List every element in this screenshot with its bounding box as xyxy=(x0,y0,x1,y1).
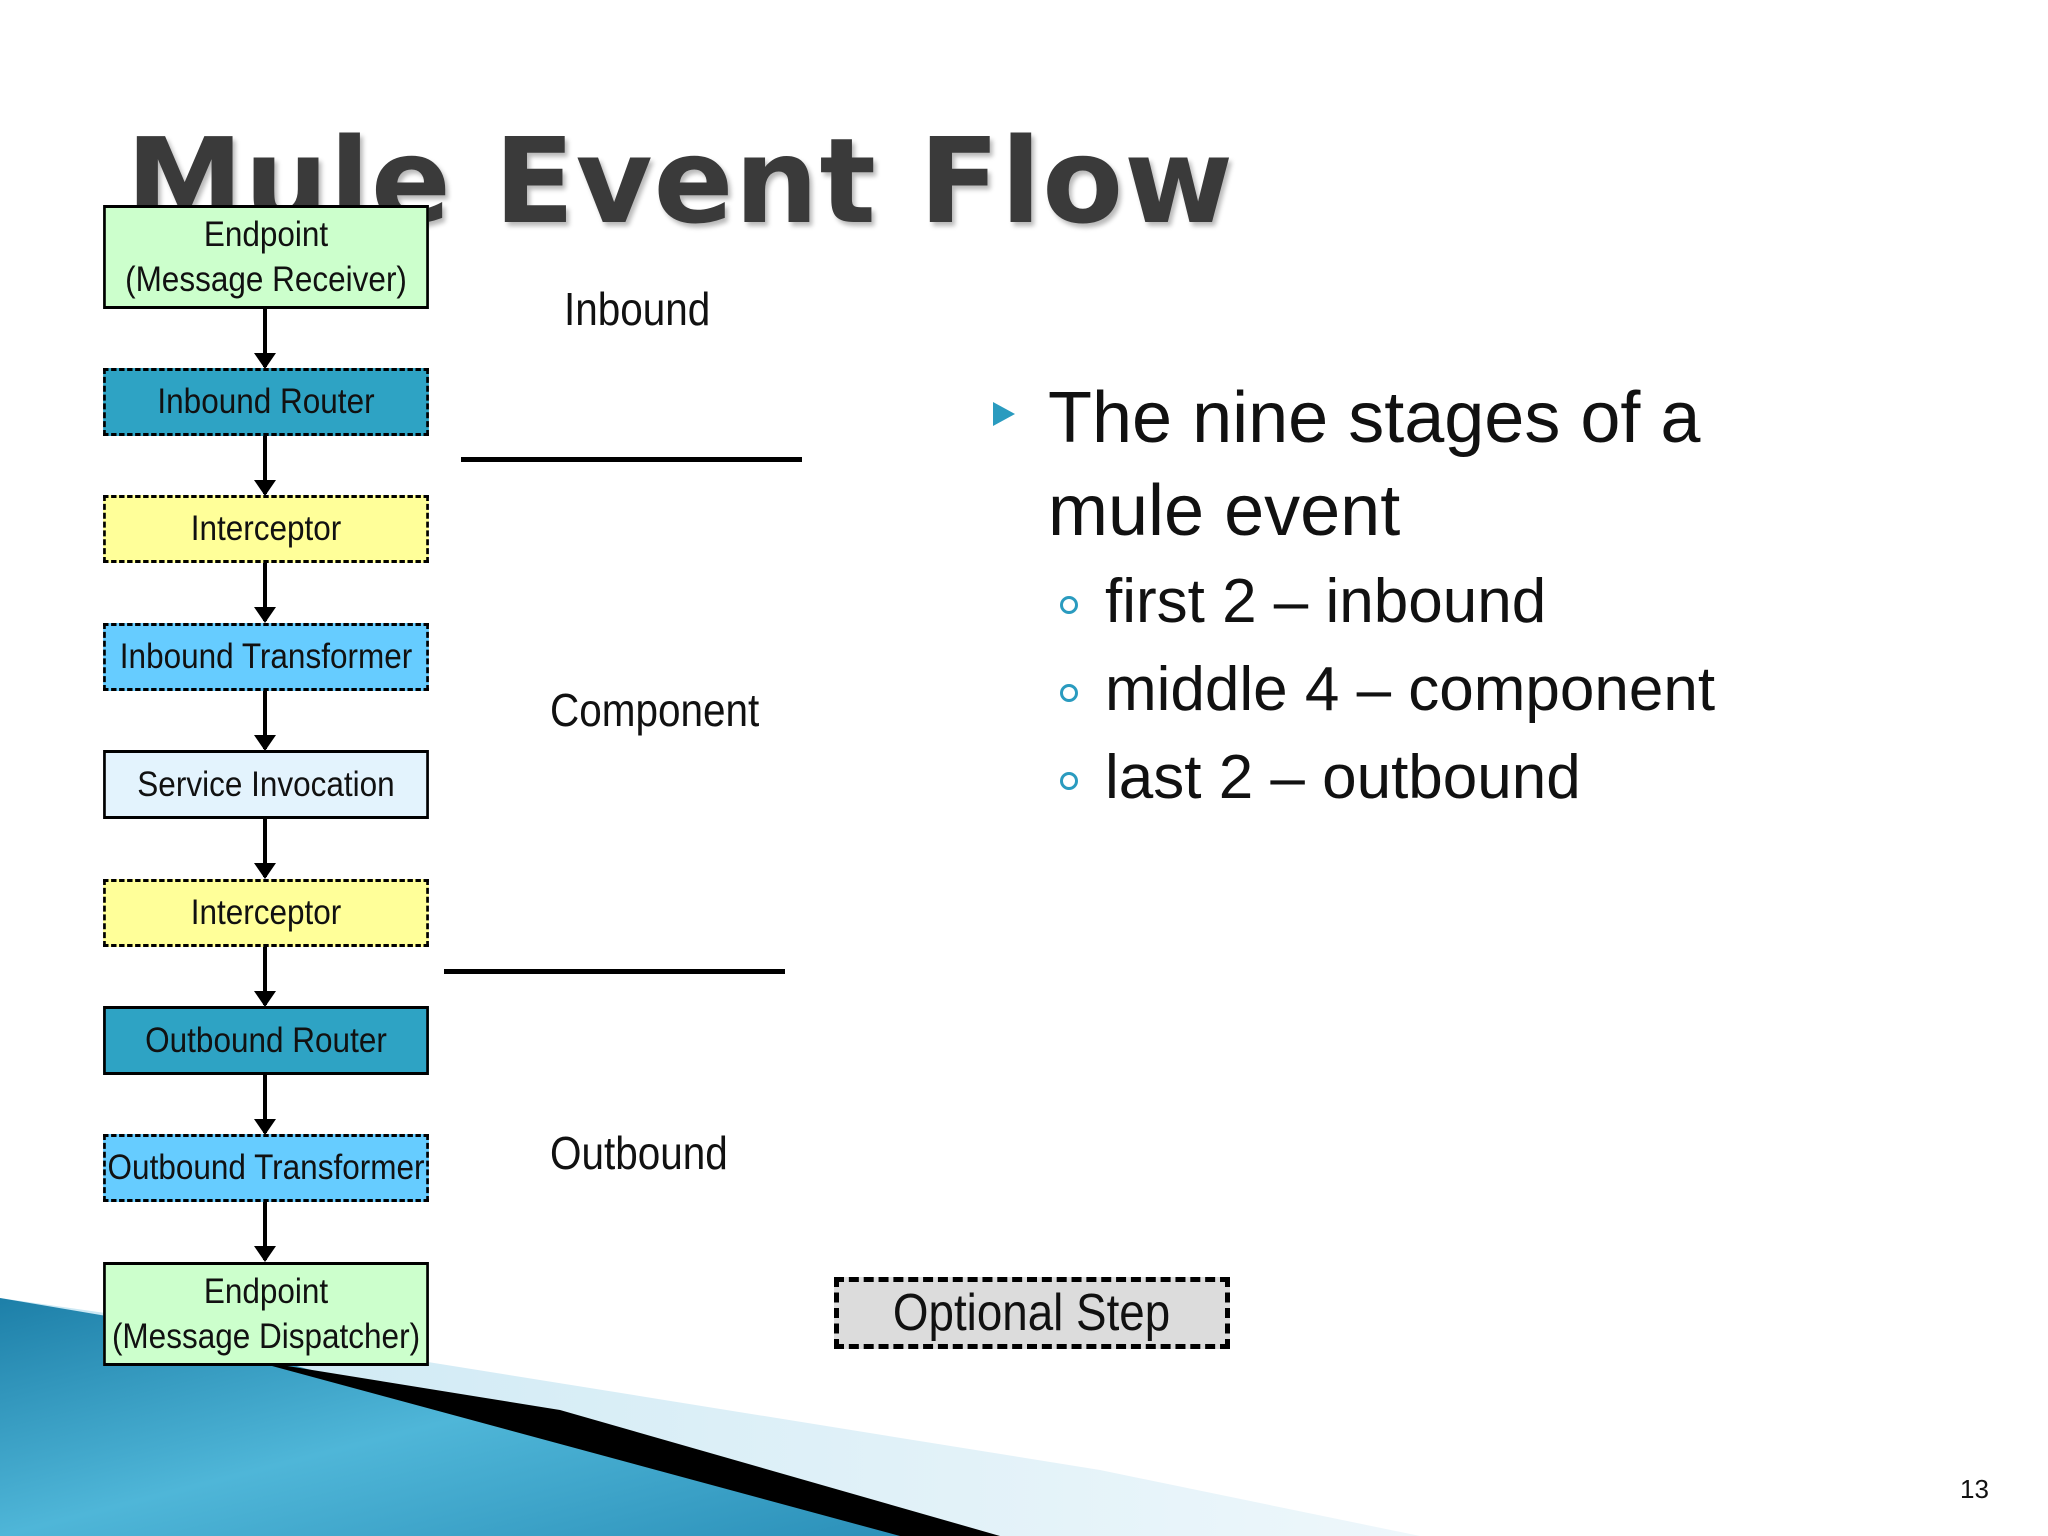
circle-bullet-icon xyxy=(1060,772,1078,790)
sub-bullet: middle 4 – component xyxy=(990,646,1848,734)
inbound-transformer-box: Inbound Transformer xyxy=(103,623,429,691)
section-divider-top xyxy=(461,457,802,462)
bullet-list: The nine stages of a mule event first 2 … xyxy=(990,372,1848,822)
legend-label: Optional Step xyxy=(893,1284,1171,1342)
flow-arrow xyxy=(254,563,276,623)
circle-bullet-icon xyxy=(1060,684,1078,702)
outbound-router-box: Outbound Router xyxy=(103,1006,429,1075)
slide-number: 13 xyxy=(1960,1474,1989,1504)
outbound-router-label: Outbound Router xyxy=(145,1020,387,1060)
bullet-main-text: The nine stages of a mule event xyxy=(1048,378,1701,551)
inbound-router-label: Inbound Router xyxy=(157,382,375,422)
interceptor-box-2: Interceptor xyxy=(103,879,429,947)
circle-bullet-icon xyxy=(1060,596,1078,614)
service-invocation-label: Service Invocation xyxy=(137,764,395,804)
interceptor-label-1: Interceptor xyxy=(190,509,342,549)
sub-bullet-text: first 2 – inbound xyxy=(1105,567,1547,636)
service-invocation-box: Service Invocation xyxy=(103,750,429,819)
endpoint-receiver-box: Endpoint (Message Receiver) xyxy=(103,205,429,309)
sub-bullet-text: last 2 – outbound xyxy=(1105,743,1581,812)
flow-arrow xyxy=(254,947,276,1007)
outbound-transformer-label: Outbound Transformer xyxy=(107,1148,425,1188)
endpoint-dispatcher-label: Endpoint xyxy=(203,1271,329,1311)
endpoint-dispatcher-sublabel: (Message Dispatcher) xyxy=(111,1317,421,1356)
sub-bullet-text: middle 4 – component xyxy=(1105,655,1716,724)
flow-arrow xyxy=(254,819,276,879)
flow-arrow xyxy=(254,1202,276,1262)
inbound-router-box: Inbound Router xyxy=(103,368,429,436)
endpoint-receiver-label: Endpoint xyxy=(203,214,329,254)
flow-arrow xyxy=(254,691,276,751)
flow-arrow xyxy=(254,1075,276,1135)
section-label-component: Component xyxy=(550,684,760,736)
endpoint-receiver-sublabel: (Message Receiver) xyxy=(125,260,407,299)
inbound-transformer-label: Inbound Transformer xyxy=(119,637,413,677)
bullet-main: The nine stages of a mule event xyxy=(990,372,1848,558)
sub-bullet: last 2 – outbound xyxy=(990,734,1848,822)
optional-step-legend: Optional Step xyxy=(834,1277,1230,1349)
sub-bullet: first 2 – inbound xyxy=(990,558,1848,646)
triangle-bullet-icon xyxy=(993,402,1015,426)
interceptor-label-2: Interceptor xyxy=(190,893,342,933)
endpoint-dispatcher-box: Endpoint (Message Dispatcher) xyxy=(103,1262,429,1366)
interceptor-box-1: Interceptor xyxy=(103,495,429,563)
flow-arrow xyxy=(254,309,276,369)
section-divider-bottom xyxy=(444,969,785,974)
section-label-inbound: Inbound xyxy=(564,283,711,335)
outbound-transformer-box: Outbound Transformer xyxy=(103,1134,429,1202)
section-label-outbound: Outbound xyxy=(550,1127,728,1179)
flow-arrow xyxy=(254,436,276,496)
